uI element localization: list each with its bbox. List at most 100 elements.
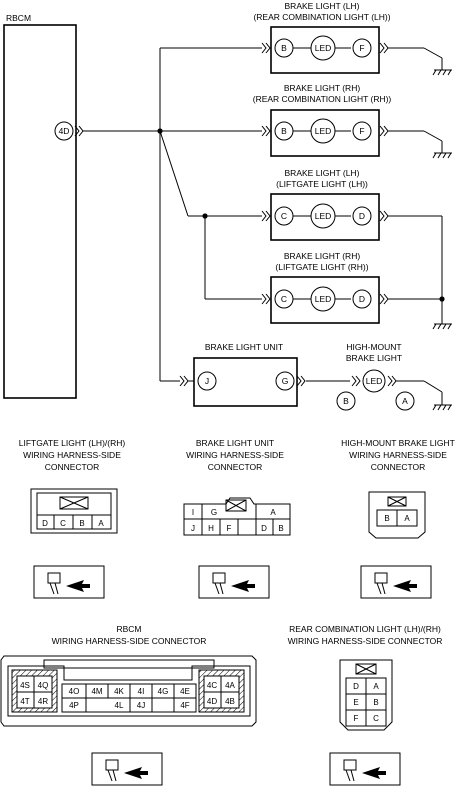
pin-b: B [373,698,378,707]
pin-a: A [404,514,410,523]
led: LED [366,376,383,386]
connector-hand-icon [198,565,270,599]
ground-icon [432,152,452,159]
led: LED [315,294,332,304]
pin-h: H [208,524,214,533]
pin-b: B [384,514,389,523]
brake-light-rh-liftgate: BRAKE LIGHT (RH) (LIFTGATE LIGHT (RH)) C… [261,251,452,330]
title-line-2: (REAR COMBINATION LIGHT (LH)) [253,12,390,22]
ground-icon [432,323,452,330]
pin-4j: 4J [137,701,145,710]
pin-4r: 4R [38,697,48,706]
pin-e: E [353,698,358,707]
pin-4o: 4O [69,687,80,696]
pin-a: A [402,396,408,406]
pin-a: A [373,682,379,691]
pin-4a: 4A [225,681,235,690]
title-line-2: WIRING HARNESS-SIDE CONNECTOR [288,636,443,646]
pin-d: D [42,519,48,528]
brake-light-unit: BRAKE LIGHT UNIT J G [179,342,306,407]
pin-d: D [359,294,365,304]
pin-c: C [60,519,66,528]
title-line-2: WIRING HARNESS-SIDE CONNECTOR [52,636,207,646]
connector-hand-icon [91,752,163,786]
rbcm-connector: RBCM WIRING HARNESS-SIDE CONNECTOR 4S 4Q… [0,624,257,786]
rear-combination-connector: REAR COMBINATION LIGHT (LH)/(RH) WIRING … [288,624,443,786]
wiring-lines [83,47,443,405]
pin-f: F [227,524,232,533]
pin-c: C [373,714,379,723]
pin-4f: 4F [180,701,189,710]
pin-4t: 4T [20,697,29,706]
ground-icon [432,69,452,76]
pin-b: B [278,524,283,533]
pin-a: A [270,508,276,517]
pin-c: C [281,294,287,304]
led: LED [315,211,332,221]
high-mount-connector: HIGH-MOUNT BRAKE LIGHT WIRING HARNESS-SI… [341,438,455,599]
pin-4c: 4C [207,681,217,690]
title-line-1: BRAKE LIGHT (LH) [285,168,360,178]
pin-4l: 4L [115,701,124,710]
title-line-1: LIFTGATE LIGHT (LH)/(RH) [19,438,126,448]
pin-c: C [281,211,287,221]
title-line-3: CONNECTOR [45,462,100,472]
pin-g: G [211,508,217,517]
ground-icon [432,404,452,411]
pin-b: B [343,396,349,406]
rbcm-label: RBCM [6,13,31,23]
brake-light-rh-rear: BRAKE LIGHT (RH) (REAR COMBINATION LIGHT… [253,83,452,159]
pin-d: D [261,524,267,533]
title-line-1: BRAKE LIGHT UNIT [196,438,274,448]
pin-d: D [353,682,359,691]
pin-j: J [191,524,195,533]
brake-light-unit-connector: BRAKE LIGHT UNIT WIRING HARNESS-SIDE CON… [183,438,291,599]
rbcm-pin-4d: 4D [59,126,70,136]
pin-4b: 4B [225,697,235,706]
pin-i: I [192,508,194,517]
led: LED [315,43,332,53]
pin-b: B [79,519,84,528]
title-line-2: WIRING HARNESS-SIDE [23,450,121,460]
pin-4e: 4E [180,687,190,696]
high-mount-title-1: HIGH-MOUNT [346,342,401,352]
title-line-1: RBCM [116,624,141,634]
pin-f: F [359,43,364,53]
pin-b: B [281,126,287,136]
pin-f: F [354,714,359,723]
title-line-1: BRAKE LIGHT (RH) [284,251,361,261]
pin-g: G [282,376,289,386]
pin-a: A [98,519,104,528]
liftgate-connector: LIFTGATE LIGHT (LH)/(RH) WIRING HARNESS-… [19,438,126,599]
pin-j: J [205,376,209,386]
title-line-2: (LIFTGATE LIGHT (RH)) [275,262,368,272]
title-line-2: WIRING HARNESS-SIDE [186,450,284,460]
title-line-1: HIGH-MOUNT BRAKE LIGHT [341,438,455,448]
pin-4i: 4I [138,687,145,696]
brake-light-lh-liftgate: BRAKE LIGHT (LH) (LIFTGATE LIGHT (LH)) C… [261,168,445,324]
connector-hand-icon [329,752,401,786]
pin-4k: 4K [114,687,124,696]
pin-4g: 4G [158,687,169,696]
brake-light-unit-title: BRAKE LIGHT UNIT [205,342,283,352]
high-mount-brake-light: HIGH-MOUNT BRAKE LIGHT LED B A [336,342,452,411]
title-line-3: CONNECTOR [208,462,263,472]
pin-4p: 4P [69,701,79,710]
high-mount-title-2: BRAKE LIGHT [346,353,402,363]
pin-4m: 4M [91,687,102,696]
pin-b: B [281,43,287,53]
title-line-1: BRAKE LIGHT (RH) [284,83,361,93]
led: LED [315,126,332,136]
rbcm-module: RBCM 4D [3,13,84,399]
title-line-1: REAR COMBINATION LIGHT (LH)/(RH) [289,624,441,634]
pin-4s: 4S [20,681,30,690]
pin-4d: 4D [207,697,217,706]
pin-4q: 4Q [38,681,49,690]
pin-d: D [359,211,365,221]
connector-hand-icon [33,565,105,599]
title-line-2: WIRING HARNESS-SIDE [349,450,447,460]
brake-light-lh-rear: BRAKE LIGHT (LH) (REAR COMBINATION LIGHT… [253,1,452,76]
title-line-2: (REAR COMBINATION LIGHT (RH)) [253,94,392,104]
connector-hand-icon [360,565,432,599]
